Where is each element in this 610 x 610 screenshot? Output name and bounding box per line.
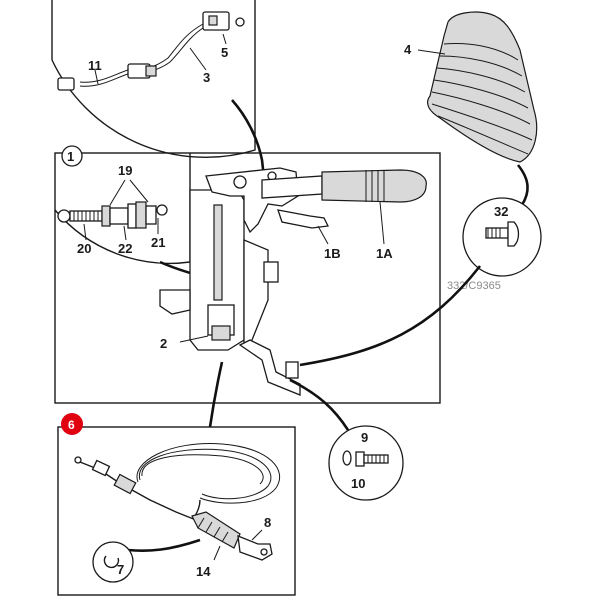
leader-4 <box>417 49 446 55</box>
callout-3: 3 <box>203 70 210 85</box>
callout-1A: 1A <box>376 246 393 261</box>
callout-20: 20 <box>77 241 91 256</box>
callout-21: 21 <box>151 235 165 250</box>
detail-circle-harness: 5 3 11 <box>51 0 256 158</box>
leader-gaiter-to-fastener <box>516 164 529 206</box>
brake-cable <box>74 443 281 561</box>
leader-frame-to-cable <box>208 361 224 428</box>
callout-10: 10 <box>351 476 365 491</box>
leader-1A <box>379 201 385 245</box>
panel-1-label: 1 <box>67 149 74 164</box>
callout-5: 5 <box>221 45 228 60</box>
callout-8: 8 <box>264 515 271 530</box>
rubber-gaiter <box>427 11 538 163</box>
drawing-reference: 332/C9365 <box>447 280 501 292</box>
cable-panel-frame <box>57 426 296 596</box>
callout-2: 2 <box>160 336 167 351</box>
handbrake-lever <box>159 167 427 396</box>
callout-9: 9 <box>361 430 368 445</box>
leader-14 <box>213 545 221 561</box>
leader-cable-to-clip <box>127 538 201 552</box>
callout-14: 14 <box>196 564 211 579</box>
leader-harness-to-lever <box>231 99 266 179</box>
callout-19: 19 <box>118 163 132 178</box>
highlight-badge <box>61 413 83 435</box>
leader-1B <box>317 225 329 245</box>
bolt-detail-9-10: 9 10 <box>328 425 404 501</box>
callout-7: 7 <box>117 562 124 577</box>
callout-22: 22 <box>118 241 132 256</box>
main-assembly-frame <box>54 152 441 404</box>
terminal-connector <box>57 77 75 91</box>
fastener-detail-32: 32 <box>462 197 542 277</box>
pivot-bolt-assembly <box>57 201 168 229</box>
callout-4: 4 <box>404 42 412 57</box>
leader-2 <box>179 335 209 343</box>
circlip-detail-7: 7 <box>92 541 134 583</box>
panel-1-badge <box>61 145 83 167</box>
leader-fastener-to-frame <box>299 265 482 367</box>
callout-1B: 1B <box>324 246 341 261</box>
highlight-badge-label: 6 <box>68 418 75 432</box>
leader-frame-to-bolt <box>289 378 350 431</box>
callout-32: 32 <box>494 204 508 219</box>
connector-block <box>202 11 245 31</box>
detail-circle-pivot: 19 20 22 21 <box>54 153 191 265</box>
callout-11: 11 <box>88 58 102 73</box>
leader-8 <box>251 529 263 541</box>
